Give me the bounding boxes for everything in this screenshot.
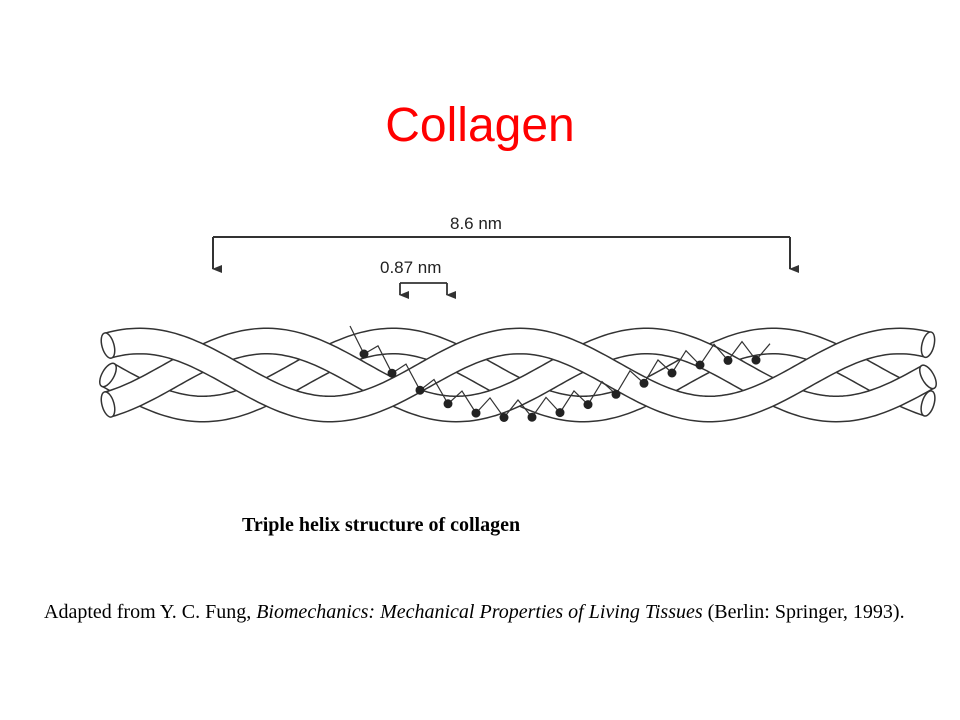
strand-c <box>100 327 936 423</box>
strand-b-right-end <box>918 364 937 390</box>
strand-a-left-end <box>99 362 117 388</box>
chain-residue <box>695 360 705 370</box>
source-book-title: Biomechanics: Mechanical Properties of L… <box>256 601 703 623</box>
chain-residue <box>415 385 425 395</box>
short-dimension-label: 0.87 nm <box>380 258 441 277</box>
helix-strands <box>99 327 937 423</box>
strand-c-right-end <box>920 331 936 359</box>
long-dimension-label: 8.6 nm <box>450 214 502 233</box>
source-suffix: (Berlin: Springer, 1993). <box>702 601 905 623</box>
strand-b <box>100 327 937 423</box>
chain-residue <box>359 349 369 359</box>
chain-residue <box>527 412 537 422</box>
source-prefix: Adapted from Y. C. Fung, <box>44 601 257 623</box>
chain-residue <box>387 368 397 378</box>
strand-b-body <box>104 329 934 422</box>
chain-residue <box>639 378 649 388</box>
source-citation: Adapted from Y. C. Fung, Biomechanics: M… <box>44 598 924 627</box>
short-dimension-bracket <box>399 282 456 299</box>
chain-residue <box>471 408 481 418</box>
strand-a-right-end <box>920 390 936 417</box>
strand-b-left-end <box>100 391 116 418</box>
strand-c-left-end <box>100 332 116 359</box>
chain-residue <box>443 399 453 409</box>
strand-c-body <box>104 328 931 421</box>
chain-residue <box>583 400 593 410</box>
chain-residue <box>499 413 509 422</box>
chain-residue <box>611 389 621 399</box>
amino-acid-chain <box>349 325 771 422</box>
long-dimension-bracket <box>212 236 799 273</box>
figure-caption: Triple helix structure of collagen <box>242 514 521 536</box>
chain-residue <box>555 408 565 418</box>
chain-residue <box>723 355 733 365</box>
triple-helix-diagram: 8.6 nm 0.87 nm <box>99 214 937 423</box>
slide-title: Collagen <box>385 99 575 152</box>
chain-residue <box>667 368 677 378</box>
chain-residue <box>751 355 761 365</box>
